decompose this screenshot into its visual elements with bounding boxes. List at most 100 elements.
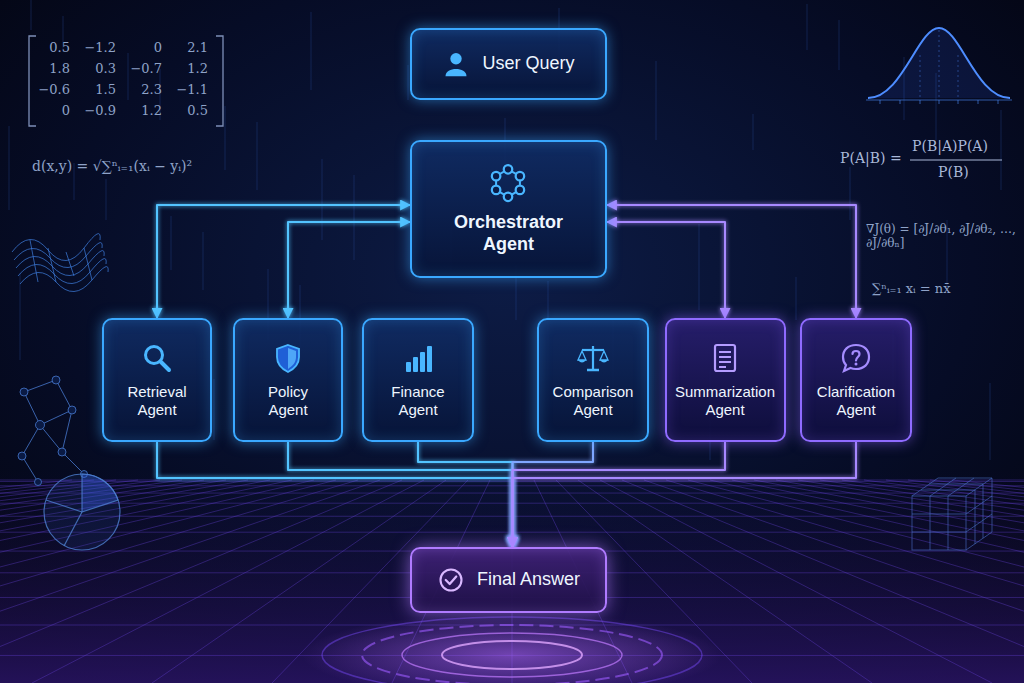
data-streaks [203,232,204,290]
glow-ring [402,633,622,677]
formula-text: P(B|A)P(A) [912,138,988,155]
bell-curve [939,100,940,104]
bars-icon [406,362,411,372]
icon [437,566,465,594]
icon [709,342,741,374]
pie-chart [46,500,82,512]
node-content: Summarization Agent [675,342,775,419]
network-graph [35,479,42,486]
data-streaks [311,12,312,90]
shield-icon [277,345,299,372]
fraction-bar [910,159,1002,160]
perspective-grid [710,480,1024,683]
perspective-grid [908,480,1024,683]
bars-icon [406,346,432,372]
bell-curve [900,100,901,104]
wave-surface [18,259,106,284]
data-streaks [106,179,107,220]
network-graph [40,425,62,452]
bell-curve [958,100,959,104]
bell-curve [998,100,999,104]
matrix-cell: 1.2 [162,61,208,77]
perspective-grid [930,480,1024,683]
doc-icon [719,361,731,363]
node-content: Clarification Agent [817,342,895,419]
connector-arrow [508,100,510,140]
node-label: Comparison Agent [553,383,634,419]
node-label: Final Answer [477,569,580,591]
node-content: Finance Agent [391,342,444,419]
network-graph [22,425,40,456]
formula-text: P(A|B) = [840,150,902,167]
pie-chart [44,474,120,550]
matrix-cell: 0.5 [24,40,70,56]
node-label: Orchestrator Agent [454,212,563,255]
bell-curve [920,55,921,100]
node-content: User Query [442,50,574,78]
data-streaks [839,20,840,70]
bell-curve [920,30,958,100]
connector-arrow [513,442,726,547]
network-graph [40,410,72,425]
bars-icon [413,357,418,372]
check-icon [440,570,461,591]
help-icon [855,362,858,365]
wave-surface [30,240,38,282]
data-streaks [408,65,409,100]
agent-box: Comparison Agent [537,318,649,442]
perspective-grid [754,480,1024,683]
network-graph [24,392,40,425]
wire-cube [912,478,992,550]
bell-curve [866,28,1012,104]
connector-arrow [607,205,856,318]
pie-chart [64,512,82,546]
glow-ring [362,625,662,683]
hub-icon [504,165,513,174]
scale-icon [578,351,608,360]
network-graph [56,380,72,410]
data-streaks [214,379,215,440]
wave-surface [66,252,74,276]
icon [488,163,528,203]
data-streaks [225,106,226,170]
glow-ring [442,641,582,669]
shield-icon [288,348,296,369]
matrix-cell: −0.9 [70,103,116,119]
perspective-grid [864,480,1024,683]
fraction-bar [910,159,1002,160]
data-streaks [796,277,797,320]
network-graph [20,388,28,396]
connector-arrow [157,205,410,318]
perspective-grid [732,480,1024,683]
connector-arrow [157,442,513,547]
icon [141,342,173,374]
hub-icon [516,172,525,181]
perspective-grid [820,480,1024,683]
bars-icon [427,346,432,372]
bell-curve [920,100,921,104]
search-icon [161,361,170,370]
wave-surface [12,234,100,261]
network-graph [52,376,60,384]
wave-surface [84,248,92,280]
data-streaks [753,114,754,150]
matrix-cell: 1.5 [70,82,116,98]
node-content: Comparison Agent [553,342,634,419]
scale-icon [578,346,608,370]
connector-arrow [513,442,857,547]
data-streaks [20,273,21,360]
connector-arrow [288,222,410,318]
node-label: Summarization Agent [675,383,775,419]
doc-icon [715,345,735,371]
help-icon [843,345,869,371]
perspective-grid [0,480,248,683]
pie-chart [82,474,118,512]
bars-icon [420,352,425,372]
wave-surface [12,234,108,292]
check-icon [440,570,461,591]
shield-icon [277,345,299,372]
connector-arrow [421,278,423,318]
data-streaks [257,122,258,190]
glow-ring [322,617,702,683]
